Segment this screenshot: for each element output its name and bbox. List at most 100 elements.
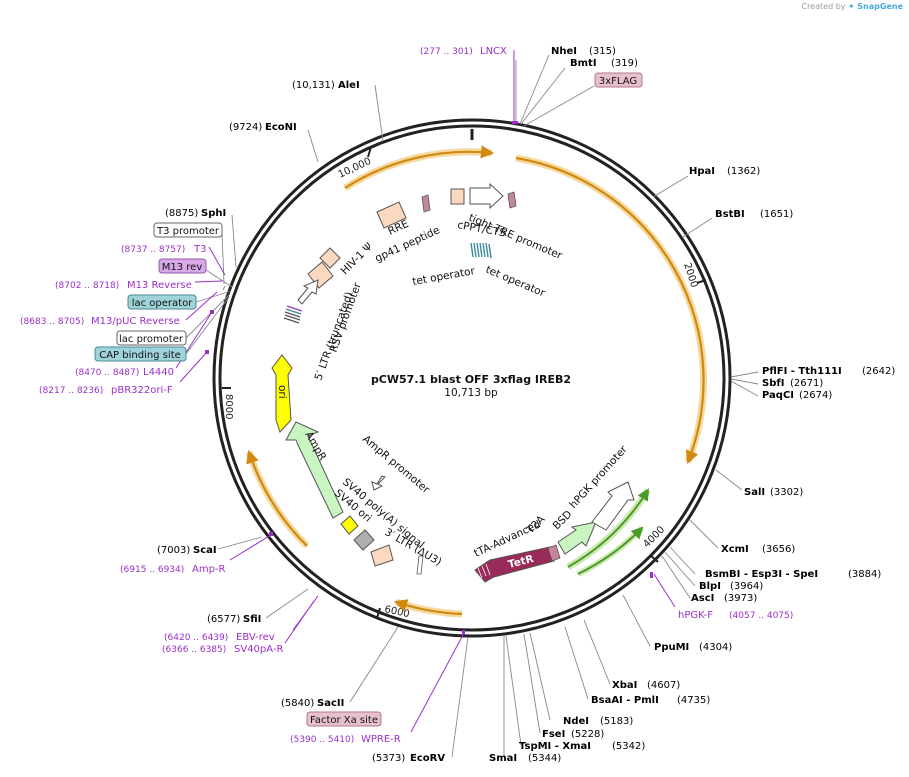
site-bsaai-coord: (4735) <box>677 695 710 706</box>
site-blpi-coord: (3964) <box>730 581 763 592</box>
primer-m13puc: M13/pUC Reverse <box>91 316 180 327</box>
site-hpai-coord: (1362) <box>727 166 760 177</box>
ori-arrow <box>271 354 293 433</box>
primer-ampr-coord: (6915 .. 6934) <box>120 565 184 575</box>
sv40-polya-box <box>353 529 375 551</box>
box-lac-operator-label: lac operator <box>132 298 193 309</box>
site-sacii: SacII <box>317 698 344 709</box>
site-nhei-coord: (315) <box>589 46 616 57</box>
t2a-marker <box>547 544 561 562</box>
box-t3-promoter <box>153 222 223 238</box>
backbone-inner <box>218 124 726 632</box>
site-scai-coord: (7003) <box>157 545 190 556</box>
ltr-hatch <box>283 305 303 324</box>
site-ppumi-coord: (4304) <box>699 642 732 653</box>
feature-label-hiv-psi: HIV-1 Ψ <box>339 241 376 278</box>
box-m13-rev-label: M13 rev <box>162 262 203 273</box>
site-nhei: NheI <box>551 46 577 57</box>
box-factor-xa-label: Factor Xa site <box>310 715 378 726</box>
site-sbfi-coord: (2671) <box>790 378 823 389</box>
site-bsaai: BsaAI - PmlI <box>591 695 659 706</box>
site-smai: SmaI <box>489 753 517 764</box>
site-sphi: SphI <box>201 208 226 219</box>
tick-label-4000: 4000 <box>641 524 667 550</box>
scale-ticks <box>222 146 707 619</box>
hiv-psi-box <box>319 247 341 269</box>
site-pflfi: PflFI - Tth111I <box>762 366 842 377</box>
site-ndei-coord: (5183) <box>600 716 633 727</box>
site-hpai: HpaI <box>689 166 715 177</box>
box-3xflag-label: 3xFLAG <box>599 76 637 87</box>
backbone-outer <box>212 118 732 638</box>
credit-prefix: Created by <box>801 2 846 11</box>
feature-label-ori: ori <box>276 385 288 399</box>
leader-lines <box>185 54 759 758</box>
site-alei: AleI <box>338 80 360 91</box>
rsv-promoter-arrow <box>297 279 319 305</box>
ltr3-box <box>370 544 394 567</box>
primer-wprer-coord: (5390 .. 5410) <box>290 735 354 745</box>
primer-m13rev: M13 Reverse <box>127 280 192 291</box>
primer-hpgkf-coord: (4057 .. 4075) <box>729 611 793 621</box>
ampr-arrow <box>285 421 344 519</box>
hpgk-promoter-arrow <box>591 481 635 531</box>
cppt-box <box>450 188 465 205</box>
primer-wprer: WPRE-R <box>361 734 401 745</box>
box-cap-binding <box>94 346 187 362</box>
site-bstbi: BstBI <box>715 209 745 220</box>
site-paqci-coord: (2674) <box>799 390 832 401</box>
site-fsei: FseI <box>542 729 565 740</box>
primer-sv40par: SV40pA-R <box>234 644 283 655</box>
feature-label-gp41: gp41 peptide <box>373 224 441 264</box>
site-sacii-coord: (5840) <box>281 698 314 709</box>
site-xbai: XbaI <box>612 680 637 691</box>
site-ecorv: EcoRV <box>410 753 445 764</box>
gp41-marker <box>421 194 431 213</box>
plasmid-length: 10,713 bp <box>444 387 498 399</box>
primer-t3-coord: (8737 .. 8757) <box>121 245 185 255</box>
site-sali-coord: (3302) <box>770 487 803 498</box>
box-lac-promoter <box>116 330 187 346</box>
primer-m13rev-coord: (8702 .. 8718) <box>55 281 119 291</box>
site-pflfi-coord: (2642) <box>862 366 895 377</box>
site-tspmi: TspMI - XmaI <box>519 741 591 752</box>
site-ndei: NdeI <box>563 716 589 727</box>
primer-ebvrev: EBV-rev <box>236 632 275 643</box>
site-bsmbi-coord: (3884) <box>848 569 881 580</box>
flag-marker <box>507 191 517 209</box>
primer-ampr: Amp-R <box>192 564 226 575</box>
primer-lncx-coord: (277 .. 301) <box>420 47 473 57</box>
ltr3-tick <box>416 555 424 575</box>
bsd-arrow <box>557 521 597 555</box>
site-sfii: SfiI <box>243 614 261 625</box>
box-cap-binding-label: CAP binding site <box>99 350 181 361</box>
snapgene-credit: Created by ✦ SnapGene <box>801 2 903 11</box>
box-3xflag <box>594 72 643 88</box>
primer-hpgkf: hPGK-F <box>678 610 713 621</box>
feature-label-ampr-promoter: AmpR promoter <box>360 433 432 496</box>
primer-ticks <box>205 121 653 635</box>
feature-label-tet-op-2: tet operator <box>484 264 547 300</box>
snapgene-logo: ✦ <box>848 2 855 11</box>
site-sfii-coord: (6577) <box>207 614 240 625</box>
site-bmti: BmtI <box>570 58 597 69</box>
primer-sv40par-coord: (6366 .. 6385) <box>162 645 226 655</box>
site-asci-coord: (3973) <box>724 593 757 604</box>
site-econi-coord: (9724) <box>229 122 262 133</box>
primer-m13puc-coord: (8683 .. 8705) <box>20 317 84 327</box>
site-bsmbi: BsmBI - Esp3I - SpeI <box>705 569 818 580</box>
box-lac-operator <box>127 294 197 310</box>
site-fsei-coord: (5228) <box>571 729 604 740</box>
box-t3-promoter-label: T3 promoter <box>156 226 220 237</box>
feature-label-bsd: BSD <box>551 508 575 532</box>
primer-lines <box>175 50 676 733</box>
site-xbai-coord: (4607) <box>647 680 680 691</box>
site-smai-coord: (5344) <box>528 753 561 764</box>
primer-pbr322-coord: (8217 .. 8236) <box>39 386 103 396</box>
box-lac-promoter-label: lac promoter <box>119 334 184 345</box>
primer-l4440: L4440 <box>143 367 174 378</box>
rre-box <box>376 201 407 229</box>
primer-pbr322: pBR322ori-F <box>111 385 173 396</box>
site-asci: AscI <box>691 593 714 604</box>
